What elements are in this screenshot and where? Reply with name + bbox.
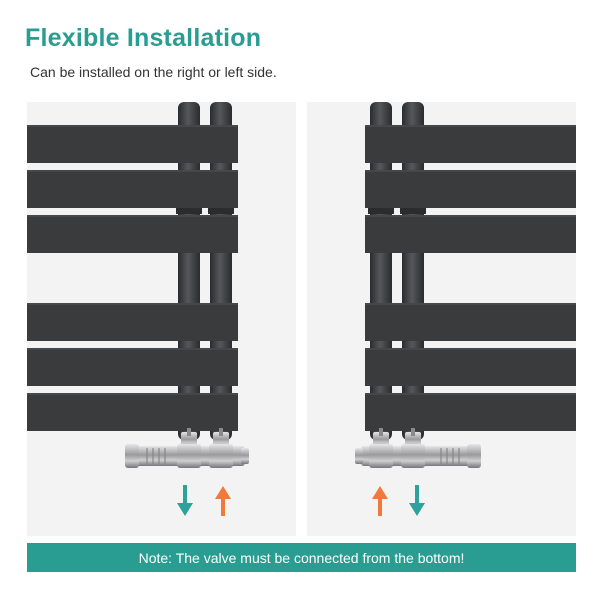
radiator-bar [365,303,576,341]
radiator-bar [365,215,576,253]
radiator-bar [27,393,238,431]
radiator-bar [27,215,238,253]
pipe-collar [176,206,202,214]
left-radiator-illustration [27,102,249,516]
pipe-collar [368,206,394,214]
pipe-collar [208,206,234,214]
note-text: Note: The valve must be connected from t… [138,549,465,566]
arrow-down-icon [177,485,193,516]
arrow-down-icon [409,485,425,516]
arrow-up-icon [372,486,388,516]
page-subtitle: Can be installed on the right or left si… [30,64,277,80]
note-banner: Note: The valve must be connected from t… [27,543,576,572]
radiator-bar [365,170,576,208]
radiator-bar [27,170,238,208]
right-installation-panel [307,102,576,536]
valve-icon [355,428,481,468]
radiator-bar [365,125,576,163]
pipe-collar [400,206,426,214]
right-radiator-illustration [355,102,576,516]
arrow-up-icon [215,486,231,516]
radiator-bar [27,348,238,386]
valve-icon [125,428,249,468]
radiator-bar [27,303,238,341]
radiator-bar [365,393,576,431]
radiator-bar [27,125,238,163]
page-title: Flexible Installation [25,24,262,52]
radiator-bar [365,348,576,386]
left-installation-panel [27,102,296,536]
